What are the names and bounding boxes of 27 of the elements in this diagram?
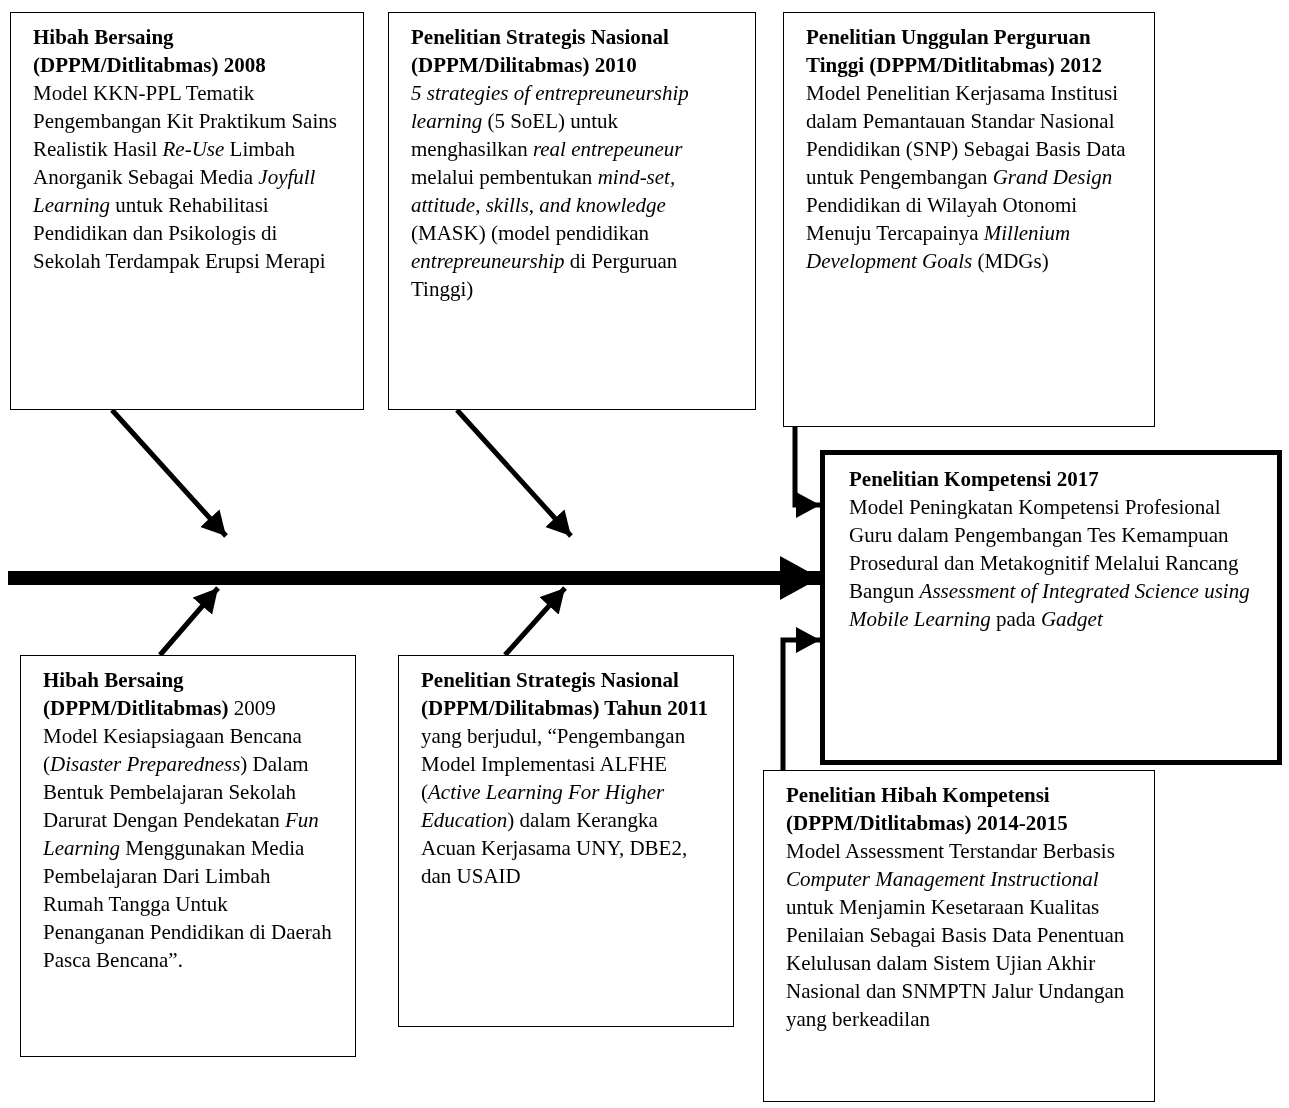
text-box — [20, 655, 356, 1057]
heading-text: Penelitian Kompetensi 2017 — [849, 466, 1100, 493]
description-text: Model KKN-PPL Tematik Pengembangan Kit Praktikum Sains Realistik Hasil Re-Use Limbah Anorganik Sebagai Media Joyfull Learning untuk Rehabilitasi Pendidikan dan Psikologis di Sekolah Terdampak Erupsi Merapi — [33, 80, 338, 275]
arrow — [503, 586, 567, 657]
text-box — [388, 12, 756, 410]
text-box — [783, 12, 1155, 427]
arrow — [780, 627, 820, 770]
arrow — [8, 556, 820, 600]
description-text: Model Penelitian Kerjasama Institusi dalam Pemantauan Standar Nasional Pendidikan (SNP) Sebagai Basis Data untuk Pengembangan Grand Design Pendidikan di Wilayah Otonomi Menuju Tercapainya Millenium Development Goals (MDGs) — [806, 80, 1127, 275]
description-text: Model Peningkatan Kompetensi Profesional Guru dalam Pengembangan Tes Kemampuan Prosedural dan Metakognitif Melalui Rancang Bangun Assessment of Integrated Science using Mobile Learning pada Gadget — [849, 494, 1251, 633]
heading-text: Penelitian Unggulan Perguruan Tinggi (DPPM/Ditlitabmas) 2012 — [806, 24, 1103, 79]
description-text: Penelitian Strategis Nasional (DPPM/Dilitabmas) Tahun 2011 yang berjudul, “Pengembangan Model Implementasi ALFHE (Active Learning For Higher Education) dalam Kerangka Acuan Kerjasama UNY, DBE2, dan USAID — [421, 667, 710, 890]
description-text: 5 strategies of entrepreuneurship learning (5 SoEL) untuk menghasilkan real entrepeuneur melalui pembentukan mind-set, attitude, skills, and knowledge (MASK) (model pendidikan entrepreuneurship di Perguruan Tinggi) — [411, 80, 690, 303]
text-box — [10, 12, 364, 410]
arrow — [455, 408, 573, 538]
arrow — [158, 586, 220, 657]
text-box — [820, 450, 1282, 765]
arrow — [792, 427, 820, 518]
heading-text: Hibah Bersaing (DPPM/Ditlitabmas) 2009 — [43, 667, 277, 722]
arrow — [110, 408, 228, 538]
heading-text: Penelitian Strategis Nasional (DPPM/Dilitabmas) 2010 — [411, 24, 670, 79]
text-box — [398, 655, 734, 1027]
text-box — [763, 770, 1155, 1102]
description-text: Model Kesiapsiagaan Bencana (Disaster Preparedness) Dalam Bentuk Pembelajaran Sekolah Darurat Dengan Pendekatan Fun Learning Menggunakan Media Pembelajaran Dari Limbah Rumah Tangga Untuk Penanganan Pendidikan di Daerah Pasca Bencana”. — [43, 723, 333, 974]
heading-text: Hibah Bersaing (DPPM/Ditlitabmas) 2008 — [33, 24, 267, 79]
description-text: Model Assessment Terstandar Berbasis Computer Management Instructional untuk Menjamin Kesetaraan Kualitas Penilaian Sebagai Basis Data Penentuan Kelulusan dalam Sistem Ujian Akhir Nasional dan SNMPTN Jalur Undangan yang berkeadilan — [786, 838, 1126, 1033]
heading-text: Penelitian Hibah Kompetensi (DPPM/Ditlitabmas) 2014-2015 — [786, 782, 1069, 837]
